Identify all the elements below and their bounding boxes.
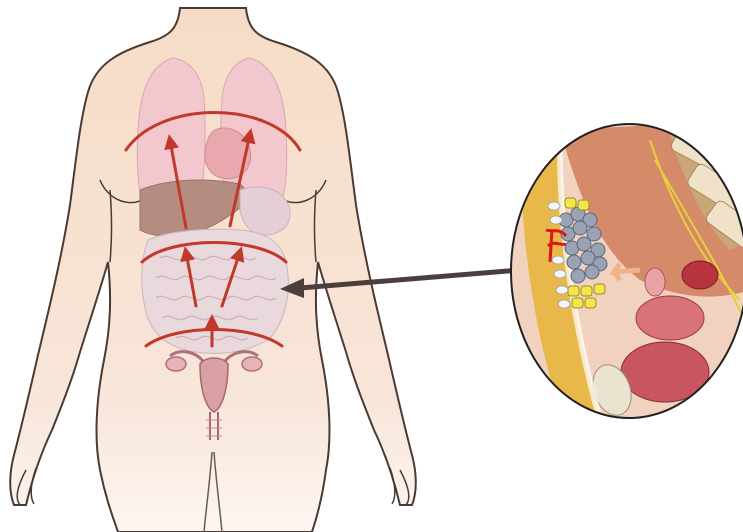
- ovary: [682, 261, 718, 289]
- intestines: [142, 229, 289, 353]
- fallopian-tube: [645, 268, 665, 296]
- magnified-inset: [505, 120, 743, 421]
- pelvic-organ: [636, 296, 704, 340]
